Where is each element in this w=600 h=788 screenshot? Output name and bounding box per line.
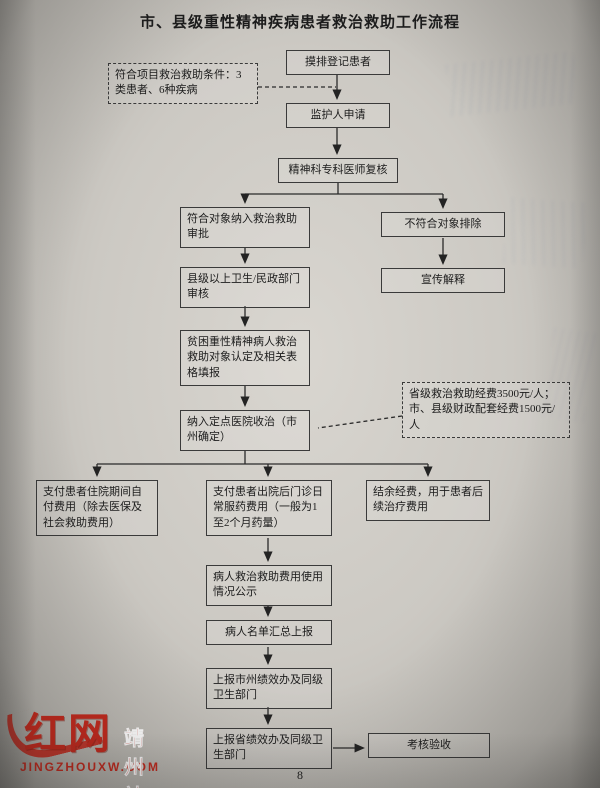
flow-node-identify-fill-forms: 贫困重性精神病人救治救助对象认定及相关表格填报 [180, 330, 310, 387]
page-title: 市、县级重性精神疾病患者救治救助工作流程 [139, 15, 460, 31]
flow-node-surplus-funds: 结余经费，用于患者后续治疗费用 [366, 480, 490, 521]
flow-node-name-list-report: 病人名单汇总上报 [206, 620, 332, 646]
flow-node-exclude: 不符合对象排除 [381, 212, 505, 238]
flow-node-publicity-explain: 宣传解释 [381, 268, 505, 294]
logo-station-text: 靖州站 [124, 728, 145, 788]
rednet-watermark: 红网 靖州站 JINGZHOUXW.COM [3, 690, 161, 788]
flow-node-report-province: 上报省绩效办及同级卫生部门 [206, 728, 332, 769]
page-number: 8 [297, 768, 303, 782]
flow-node-register: 摸排登记患者 [286, 50, 390, 76]
flow-note-funding: 省级救治救助经费3500元/人；市、县级财政配套经费1500元/人 [402, 382, 570, 439]
logo-brand-text: 红网 [24, 710, 113, 757]
flow-node-designated-hospital: 纳入定点医院收治（市州确定） [180, 410, 310, 451]
logo-domain-text: JINGZHOUXW.COM [20, 760, 161, 774]
flow-node-report-city: 上报市州绩效办及同级卫生部门 [206, 668, 332, 709]
flow-note-criteria: 符合项目救治救助条件：3类患者、6种疾病 [108, 63, 258, 104]
flow-node-cost-publicity: 病人救治救助费用使用情况公示 [206, 565, 332, 606]
flow-node-acceptance-check: 考核验收 [368, 733, 490, 759]
flow-node-pay-outpatient: 支付患者出院后门诊日常服药费用（一般为1至2个月药量） [206, 480, 332, 537]
flow-node-guardian-apply: 监护人申请 [286, 103, 390, 129]
flow-node-county-audit: 县级以上卫生/民政部门审核 [180, 267, 310, 308]
flow-node-approve-inclusion: 符合对象纳入救治救助审批 [180, 207, 310, 248]
bleedthrough-mark [445, 51, 579, 117]
flow-node-pay-inpatient: 支付患者住院期间自付费用（除去医保及社会救助费用） [36, 480, 158, 537]
bleedthrough-mark [502, 197, 588, 269]
flow-node-psychiatrist-review: 精神科专科医师复核 [278, 158, 398, 184]
